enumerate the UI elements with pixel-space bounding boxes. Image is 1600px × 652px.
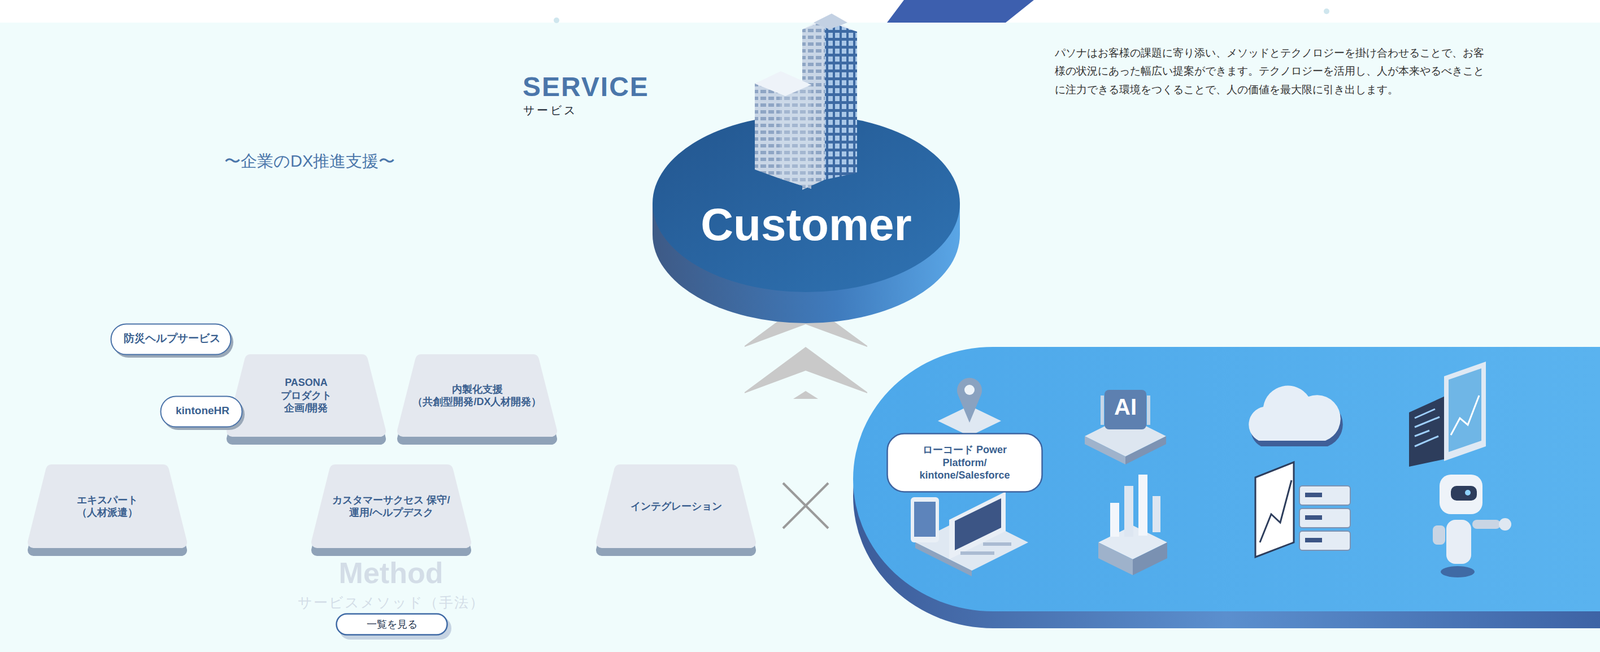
- method-box: エキスパート （人材派遣）: [27, 464, 188, 556]
- node-text-area: Customer: [651, 192, 962, 258]
- node-label: Customer: [700, 196, 912, 254]
- service-pill: kintoneHR: [159, 395, 246, 431]
- cloud-icon: [1248, 385, 1343, 447]
- node-label: PASONA プロダクト 企画/開発: [272, 376, 341, 415]
- node-text-area: ローコード Power Platform/ kintone/Salesforce: [886, 432, 1043, 493]
- top-band: [0, 0, 1600, 23]
- server-chart-icon: [1255, 462, 1351, 558]
- chip-text: AI: [1108, 394, 1143, 420]
- node-label: 内製化支援 （共創型開発/DX人材開発）: [403, 383, 552, 409]
- node-label: インテグレーション: [630, 500, 723, 513]
- node-text-area: エキスパート （人材派遣）: [27, 464, 188, 549]
- method-box: PASONA プロダクト 企画/開発: [226, 354, 386, 445]
- node-text-area: 一覧を見る: [335, 612, 449, 636]
- bar-chart-box-icon: [1098, 474, 1168, 576]
- page-title: SERVICE: [522, 71, 650, 103]
- node-label: ローコード Power Platform/ kintone/Salesforce: [903, 443, 1026, 482]
- section-subtitle: サービス: [523, 102, 578, 119]
- pin-icon: [937, 377, 1002, 437]
- robot-icon: [1432, 474, 1512, 578]
- node-label: kintoneHR: [175, 403, 230, 418]
- technology-capsule: [853, 346, 1600, 629]
- node-text-area: カスタマーサクセス 保守/運用/ヘルプデスク: [311, 464, 472, 549]
- node-label: 一覧を見る: [366, 618, 418, 632]
- laptop-icon: [910, 491, 1029, 577]
- method-heading: Method: [254, 555, 528, 590]
- cross-symbol: [783, 483, 829, 529]
- method-box: カスタマーサクセス 保守/運用/ヘルプデスク: [311, 464, 472, 556]
- method-box: 内製化支援 （共創型開発/DX人材開発）: [397, 354, 558, 445]
- tagline: 〜企業のDX推進支援〜: [224, 150, 395, 173]
- method-box: インテグレーション: [596, 464, 756, 556]
- customer-disk: Customer: [651, 112, 962, 325]
- node-text-area: 防災ヘルプサービス: [110, 323, 234, 354]
- method-subheading: サービスメソッド（手法）: [254, 593, 528, 612]
- intro-paragraph: パソナはお客様の課題に寄り添い、メソッドとテクノロジーを掛け合わせることで、お客…: [1054, 44, 1490, 99]
- phone-code-icon: [1409, 361, 1486, 467]
- lowcode-box: ローコード Power Platform/ kintone/Salesforce: [886, 432, 1043, 493]
- node-text-area: インテグレーション: [596, 464, 756, 549]
- node-text-area: kintoneHR: [159, 395, 246, 426]
- service-pill: 防災ヘルプサービス: [110, 323, 234, 359]
- node-label: 防災ヘルプサービス: [123, 331, 221, 346]
- node-text-area: PASONA プロダクト 企画/開発: [226, 354, 386, 437]
- top-stripe: [887, 0, 1034, 23]
- node-text-area: 内製化支援 （共創型開発/DX人材開発）: [397, 354, 558, 437]
- node-label: エキスパート （人材派遣）: [67, 493, 147, 520]
- node-label: カスタマーサクセス 保守/運用/ヘルプデスク: [325, 493, 458, 520]
- chip-icon: [1084, 389, 1167, 465]
- list-button: 一覧を見る: [335, 612, 449, 636]
